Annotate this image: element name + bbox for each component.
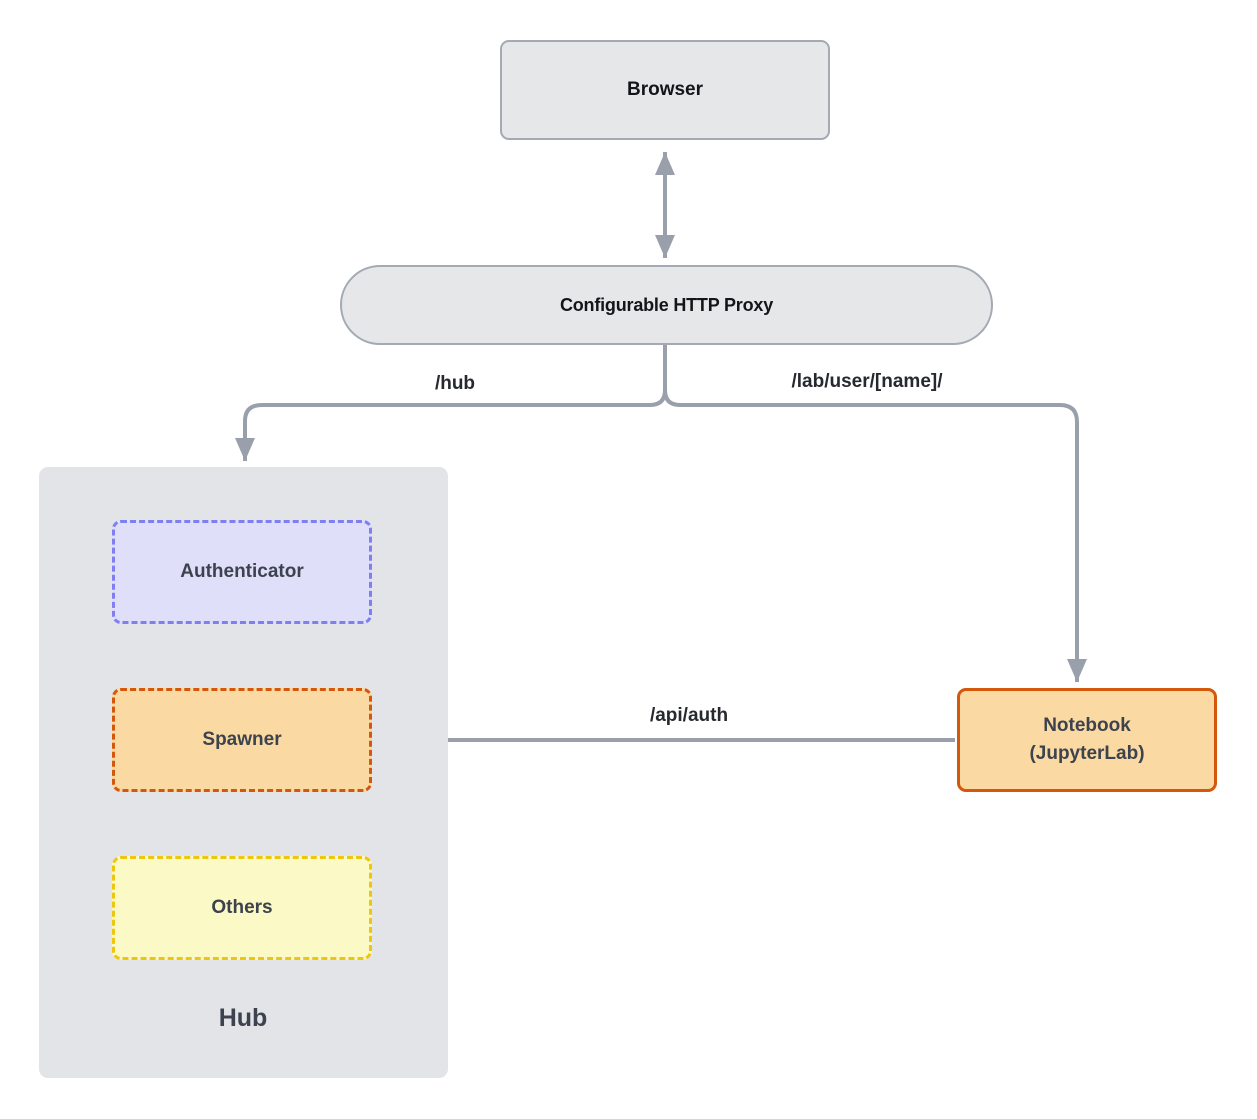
hub-title-label: Hub <box>218 1003 268 1032</box>
edge-label-lab-user-path: /lab/user/[name]/ <box>737 368 997 396</box>
node-notebook-jupyterlab: Notebook (JupyterLab) <box>957 688 1217 792</box>
node-configurable-http-proxy: Configurable HTTP Proxy <box>340 265 993 345</box>
node-authenticator-label: Authenticator <box>180 561 304 582</box>
node-others-label: Others <box>211 897 273 918</box>
edge-label-apiauth-text: /api/auth <box>649 705 729 726</box>
edge-label-hub-path: /hub <box>395 370 515 398</box>
edge-label-api-auth-path: /api/auth <box>609 702 769 730</box>
node-browser: Browser <box>500 40 830 140</box>
edge-proxy-hub <box>235 345 667 461</box>
node-authenticator: Authenticator <box>112 520 372 624</box>
hub-container-title: Hub <box>143 1000 343 1036</box>
node-proxy-label: Configurable HTTP Proxy <box>559 294 774 315</box>
edge-label-lab-text: /lab/user/[name]/ <box>791 371 943 392</box>
node-browser-label: Browser <box>626 79 704 100</box>
node-spawner-label: Spawner <box>202 729 282 750</box>
node-notebook-label: Notebook (JupyterLab) <box>1029 715 1145 764</box>
node-spawner: Spawner <box>112 688 372 792</box>
edge-label-hub-text: /hub <box>434 373 476 394</box>
node-others: Others <box>112 856 372 960</box>
